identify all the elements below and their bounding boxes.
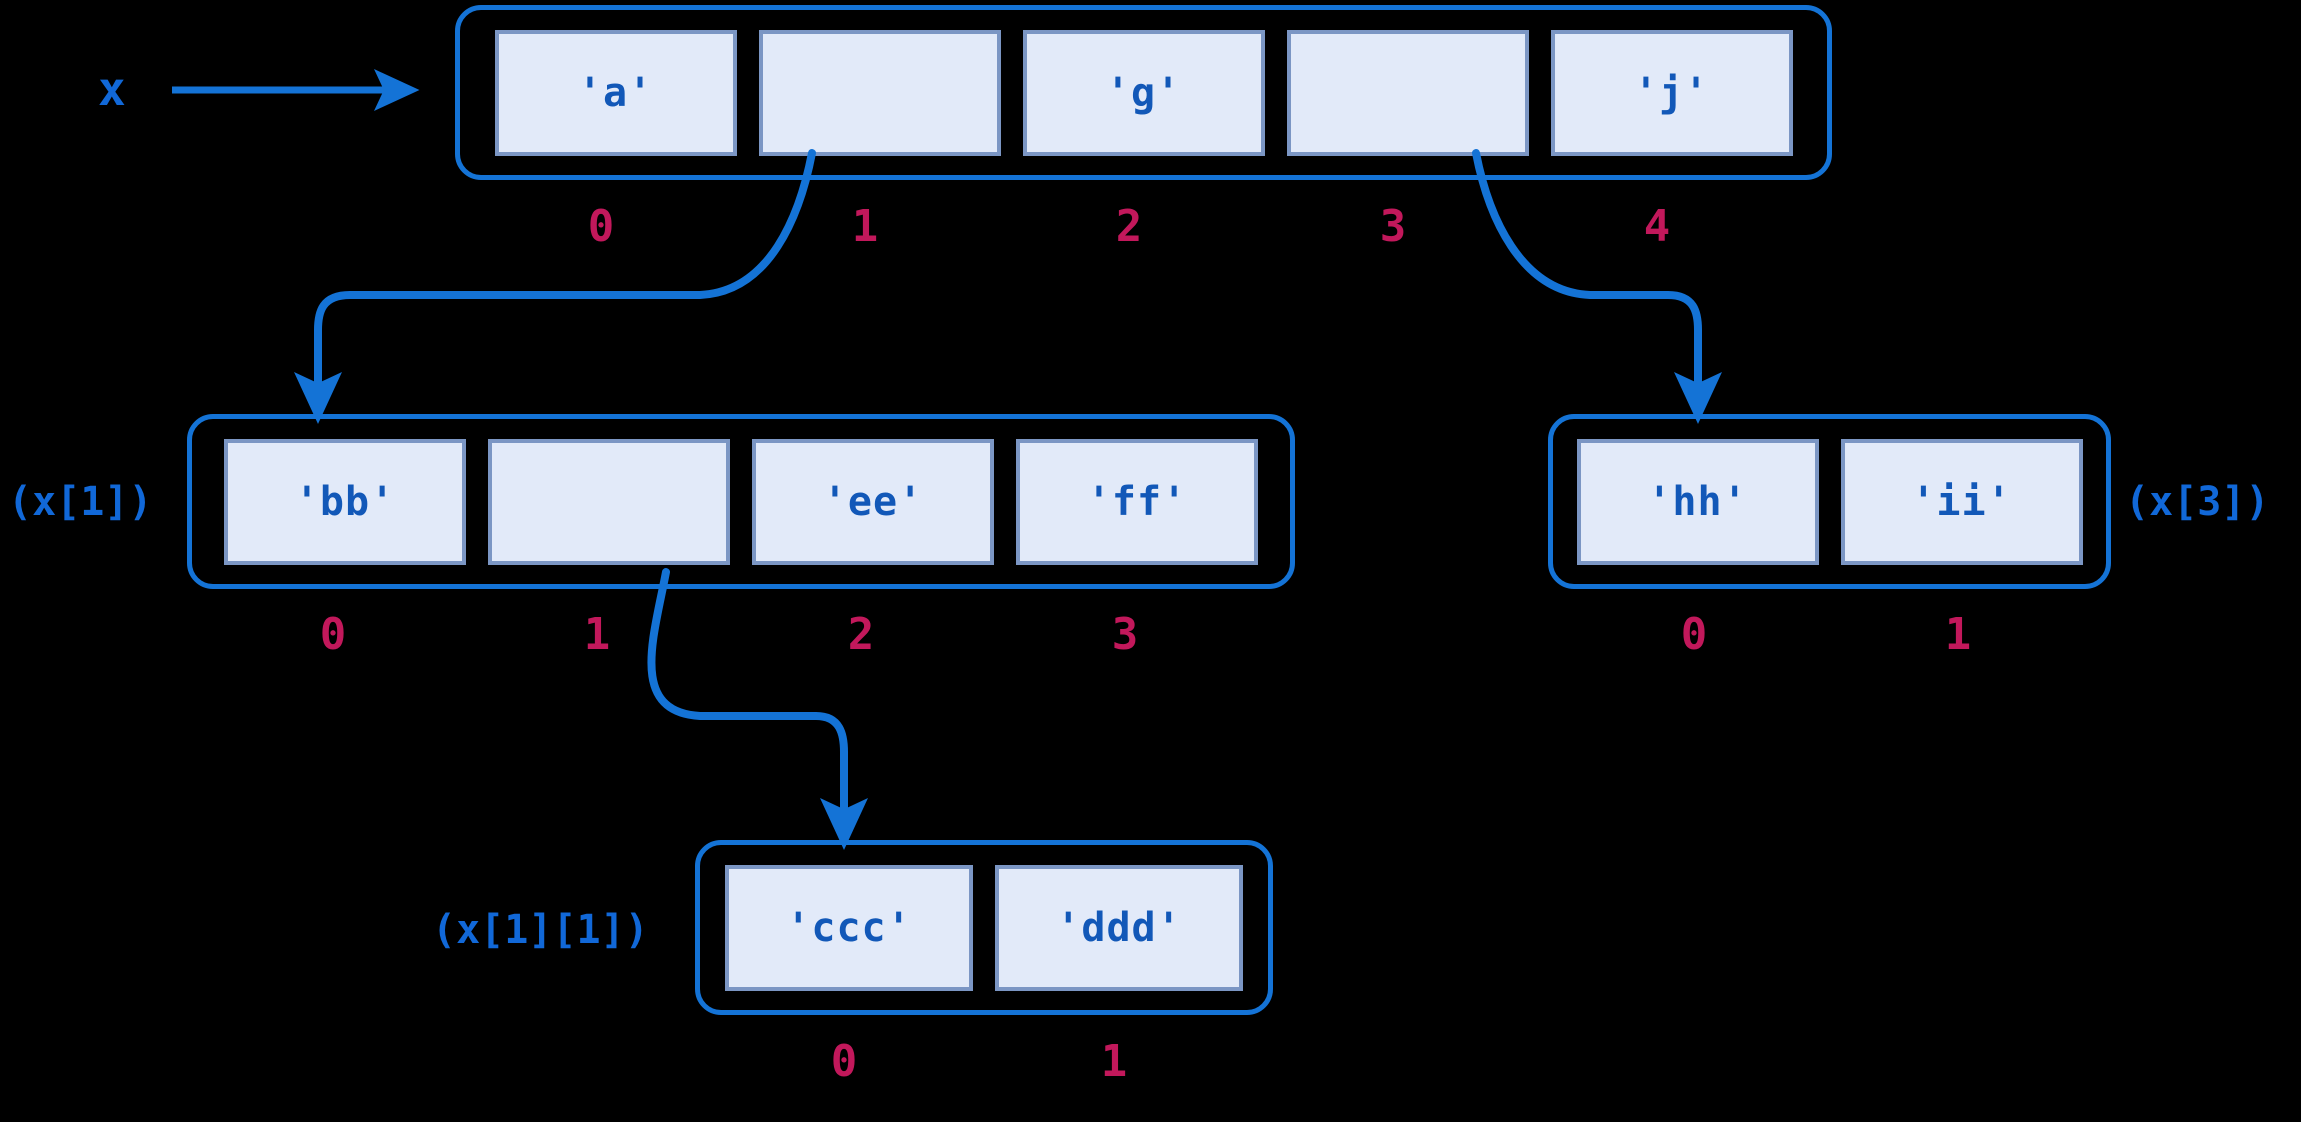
- array-indices-bottom: 0 1: [695, 1040, 1273, 1084]
- array-indices-middle-left: 0 1 2 3: [187, 613, 1295, 657]
- array-cell-top-3[interactable]: [1286, 29, 1529, 156]
- array-cell-bottom-1[interactable]: 'ddd': [995, 864, 1243, 991]
- array-cell-middle-left-1[interactable]: [488, 438, 730, 565]
- array-cell-middle-right-1[interactable]: 'ii': [1840, 438, 2083, 565]
- array-cell-top-2[interactable]: 'g': [1022, 29, 1265, 156]
- array-index-middle-left-2: 2: [847, 609, 875, 660]
- array-cells-middle-right: 'hh' 'ii': [1553, 419, 2106, 584]
- array-indices-middle-right: 0 1: [1548, 613, 2111, 657]
- root-pointer-label: x: [98, 62, 126, 116]
- array-index-middle-left-3: 3: [1111, 609, 1139, 660]
- arrow-top3-to-middle-right: [1472, 149, 1722, 424]
- array-container-bottom: 'ccc' 'ddd': [695, 840, 1273, 1015]
- array-cell-middle-left-3[interactable]: 'ff': [1016, 438, 1258, 565]
- array-cell-top-4[interactable]: 'j': [1550, 29, 1793, 156]
- array-index-middle-left-0: 0: [319, 609, 347, 660]
- array-index-top-1: 1: [851, 201, 879, 252]
- array-index-top-2: 2: [1115, 201, 1143, 252]
- array-cell-top-0[interactable]: 'a': [494, 29, 737, 156]
- arrow-middleleft1-to-bottom: [647, 568, 868, 850]
- array-cell-middle-left-2[interactable]: 'ee': [752, 438, 994, 565]
- array-index-middle-left-1: 1: [583, 609, 611, 660]
- array-container-top: 'a' 'g' 'j': [455, 5, 1832, 180]
- array-container-middle-left: 'bb' 'ee' 'ff': [187, 414, 1295, 589]
- array-cell-middle-right-0[interactable]: 'hh': [1576, 438, 1819, 565]
- array-index-top-4: 4: [1643, 201, 1671, 252]
- array-indices-top: 0 1 2 3 4: [455, 205, 1832, 249]
- arrow-top1-to-middle-left: [294, 149, 816, 424]
- array-index-middle-right-0: 0: [1680, 609, 1708, 660]
- array-cell-top-1[interactable]: [758, 29, 1001, 156]
- array-index-bottom-0: 0: [830, 1036, 858, 1087]
- array-index-middle-right-1: 1: [1944, 609, 1972, 660]
- array-index-bottom-1: 1: [1100, 1036, 1128, 1087]
- array-cells-bottom: 'ccc' 'ddd': [700, 845, 1268, 1010]
- array-cell-bottom-0[interactable]: 'ccc': [725, 864, 973, 991]
- array-container-middle-right: 'hh' 'ii': [1548, 414, 2111, 589]
- array-index-top-0: 0: [587, 201, 615, 252]
- array-side-label-middle-left: (x[1]): [8, 479, 153, 525]
- array-side-label-bottom: (x[1][1]): [432, 907, 649, 953]
- array-cells-top: 'a' 'g' 'j': [460, 10, 1827, 175]
- array-cells-middle-left: 'bb' 'ee' 'ff': [192, 419, 1290, 584]
- array-index-top-3: 3: [1379, 201, 1407, 252]
- array-side-label-middle-right: (x[3]): [2125, 479, 2270, 525]
- array-cell-middle-left-0[interactable]: 'bb': [224, 438, 466, 565]
